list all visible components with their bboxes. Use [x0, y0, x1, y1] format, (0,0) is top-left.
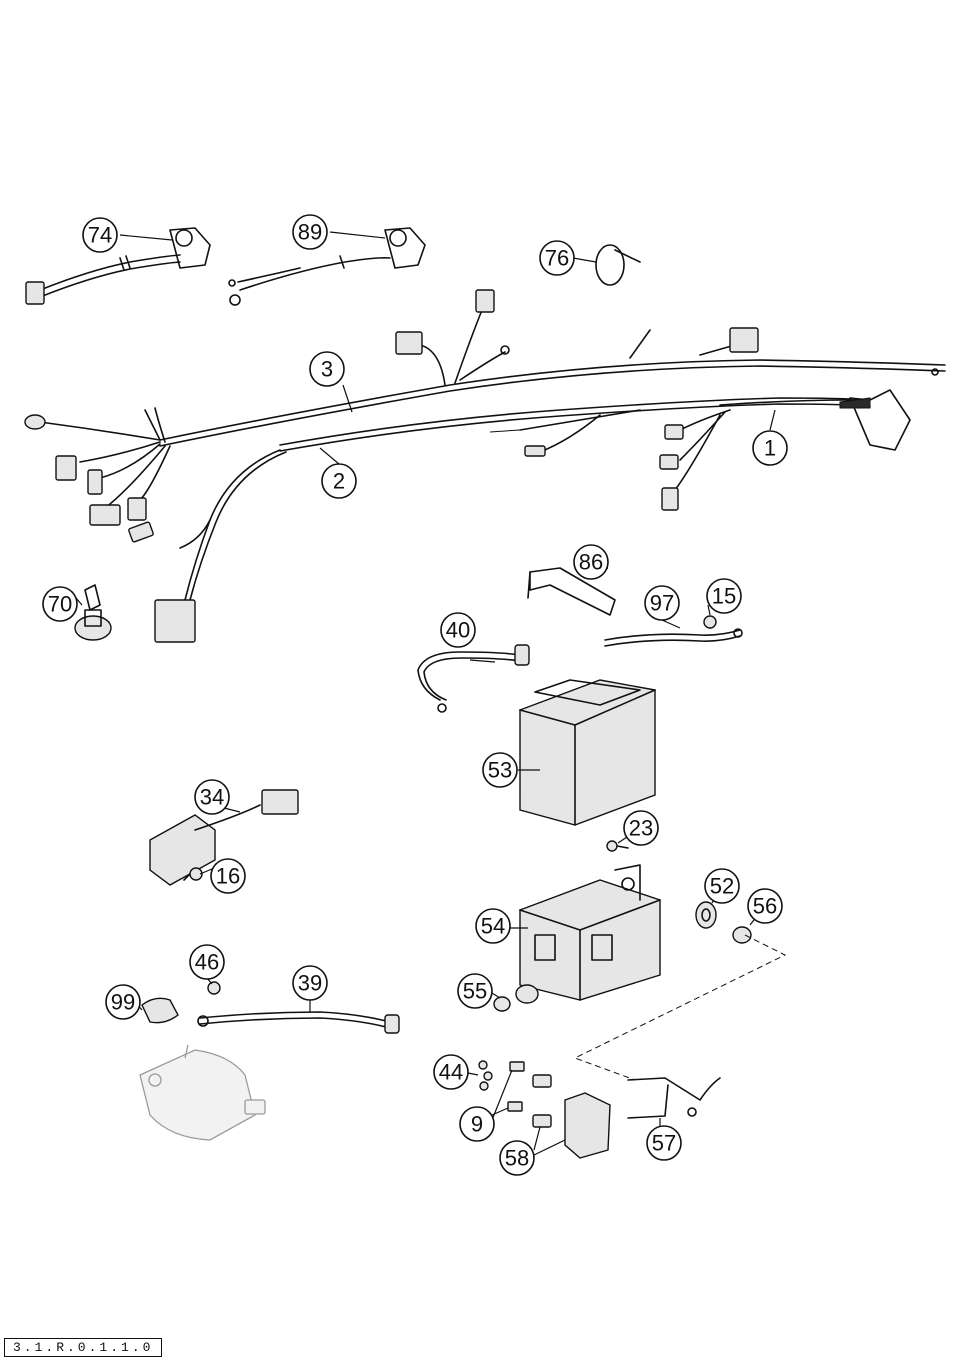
callout-55: 55	[457, 973, 493, 1009]
svg-text:34: 34	[200, 785, 224, 810]
leader-lines	[75, 231, 776, 1156]
part-9-fuses	[507, 1061, 525, 1112]
svg-text:97: 97	[650, 591, 674, 616]
part-23-screw	[606, 840, 629, 852]
harness-left-branches	[24, 407, 171, 526]
part-55-bushing	[493, 984, 539, 1012]
callout-99: 99	[105, 984, 141, 1020]
part-74-switch-cable	[25, 227, 211, 305]
callout-76: 76	[539, 240, 575, 276]
callout-40: 40	[440, 612, 476, 648]
svg-text:89: 89	[298, 220, 322, 245]
svg-text:53: 53	[488, 758, 512, 783]
part-40-battery-cable	[417, 644, 530, 713]
part-56-bushing	[732, 926, 752, 944]
svg-text:46: 46	[195, 950, 219, 975]
part-58-relay-fuseholders	[532, 1074, 611, 1159]
svg-text:70: 70	[48, 592, 72, 617]
callout-56: 56	[747, 888, 783, 924]
callout-97: 97	[644, 585, 680, 621]
assembly-dashed-line	[573, 934, 787, 1081]
callout-70: 70	[42, 586, 78, 622]
part-86-battery-strap	[527, 567, 616, 616]
diagram-reference-code: 3.1.R.0.1.1.0	[4, 1338, 163, 1357]
svg-text:86: 86	[579, 550, 603, 575]
svg-text:76: 76	[545, 246, 569, 271]
svg-text:16: 16	[216, 864, 240, 889]
callout-86: 86	[573, 544, 609, 580]
part-15-nut	[703, 615, 717, 629]
callout-58: 58	[499, 1140, 535, 1176]
callout-46: 46	[189, 944, 225, 980]
callout-2: 2	[321, 463, 357, 499]
part-39-starter-cable	[197, 1011, 400, 1034]
callout-1: 1	[752, 430, 788, 466]
svg-text:9: 9	[471, 1112, 483, 1137]
part-52-grommet	[695, 901, 717, 929]
part-76-cable-tie	[595, 244, 641, 286]
svg-text:39: 39	[298, 971, 322, 996]
callout-39: 39	[292, 965, 328, 1001]
callout-9: 9	[459, 1106, 495, 1142]
callout-15: 15	[706, 578, 742, 614]
part-54-battery-box	[519, 864, 661, 1001]
callout-52: 52	[704, 868, 740, 904]
part-53-battery	[519, 679, 656, 826]
part-89-switch-cable	[228, 227, 426, 306]
callout-16: 16	[210, 858, 246, 894]
svg-text:55: 55	[463, 979, 487, 1004]
callout-34: 34	[194, 779, 230, 815]
svg-text:15: 15	[712, 584, 736, 609]
svg-text:23: 23	[629, 816, 653, 841]
callout-44: 44	[433, 1054, 469, 1090]
callout-57: 57	[646, 1125, 682, 1161]
part-16-screw	[183, 867, 203, 881]
svg-text:44: 44	[439, 1060, 463, 1085]
callout-3: 3	[309, 351, 345, 387]
part-34-regulator	[149, 789, 299, 886]
svg-text:1: 1	[764, 436, 776, 461]
callout-23: 23	[623, 810, 659, 846]
svg-text:57: 57	[652, 1131, 676, 1156]
svg-text:74: 74	[88, 223, 112, 248]
part-46-nut	[207, 981, 221, 995]
part-1-harness-ecu	[489, 389, 911, 511]
part-3-main-harness-upper	[159, 289, 946, 447]
part-97-ground-cable	[604, 628, 743, 647]
svg-text:40: 40	[446, 618, 470, 643]
svg-text:58: 58	[505, 1146, 529, 1171]
svg-text:52: 52	[710, 874, 734, 899]
starter-motor-faded	[139, 1044, 266, 1141]
svg-text:2: 2	[333, 469, 345, 494]
callout-54: 54	[475, 908, 511, 944]
part-57-bracket	[627, 1077, 721, 1119]
svg-text:54: 54	[481, 914, 505, 939]
callout-89: 89	[292, 214, 328, 250]
callout-53: 53	[482, 752, 518, 788]
svg-text:99: 99	[111, 990, 135, 1015]
part-99-cap	[141, 997, 179, 1024]
part-70-key-switch	[74, 584, 112, 641]
part-44-screws	[478, 1060, 493, 1091]
svg-text:3: 3	[321, 357, 333, 382]
callout-74: 74	[82, 217, 118, 253]
svg-text:56: 56	[753, 894, 777, 919]
